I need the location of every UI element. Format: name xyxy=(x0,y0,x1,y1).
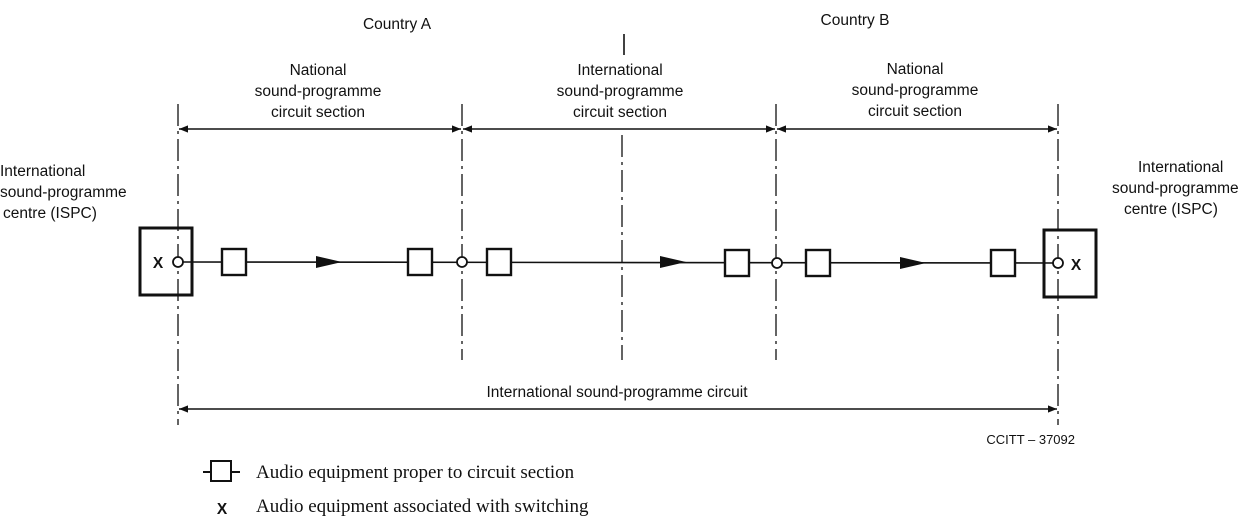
svg-text:circuit section: circuit section xyxy=(868,103,962,120)
svg-text:International: International xyxy=(577,62,662,79)
svg-text:sound-programme: sound-programme xyxy=(0,184,127,201)
svg-text:sound-programme: sound-programme xyxy=(1112,180,1239,197)
equipment-box-4 xyxy=(723,248,751,278)
legend-box-text: Audio equipment proper to circuit sectio… xyxy=(256,462,575,483)
country-b-label: Country B xyxy=(821,12,890,29)
svg-text:International: International xyxy=(0,163,85,180)
international-section-label: International sound-programme circuit se… xyxy=(557,62,684,121)
equipment-box-2 xyxy=(406,247,434,277)
equipment-box-3 xyxy=(485,247,513,277)
junction-points xyxy=(172,256,1064,269)
ispc-right-label: International sound-programme centre (IS… xyxy=(1112,159,1239,218)
switch-x-right: X xyxy=(1071,257,1082,274)
junction-international-b xyxy=(771,257,783,269)
direction-arrow-1 xyxy=(316,256,342,268)
direction-arrow-3 xyxy=(900,257,926,269)
svg-text:sound-programme: sound-programme xyxy=(852,82,979,99)
svg-text:National: National xyxy=(887,61,944,78)
audio-equipment-boxes xyxy=(220,247,1017,278)
legend-switch-icon: X xyxy=(217,501,228,518)
switch-x-left: X xyxy=(153,255,164,272)
equipment-box-6 xyxy=(989,248,1017,278)
svg-text:International: International xyxy=(1138,159,1223,176)
svg-text:centre (ISPC): centre (ISPC) xyxy=(3,205,97,222)
junction-a-international xyxy=(456,256,468,268)
figure-code: CCITT – 37092 xyxy=(986,432,1075,447)
national-section-left-label: National sound-programme circuit section xyxy=(255,62,382,121)
svg-text:circuit section: circuit section xyxy=(573,104,667,121)
section-boundaries xyxy=(177,104,1059,425)
ispc-left-label: International sound-programme centre (IS… xyxy=(0,163,127,222)
svg-text:sound-programme: sound-programme xyxy=(255,83,382,100)
svg-text:sound-programme: sound-programme xyxy=(557,83,684,100)
legend-box-icon xyxy=(203,460,240,482)
svg-text:National: National xyxy=(290,62,347,79)
equipment-box-1 xyxy=(220,247,248,277)
legend: Audio equipment proper to circuit sectio… xyxy=(203,460,589,518)
legend-switch-text: Audio equipment associated with switchin… xyxy=(256,496,589,517)
circuit-label: International sound-programme circuit xyxy=(486,384,748,401)
direction-arrow-2 xyxy=(660,256,686,268)
junction-left xyxy=(172,256,184,268)
equipment-box-5 xyxy=(804,248,832,278)
circuit-line xyxy=(177,261,1059,264)
direction-arrows xyxy=(316,256,926,269)
junction-right xyxy=(1052,257,1064,269)
national-section-right-label: National sound-programme circuit section xyxy=(852,61,979,120)
country-a-label: Country A xyxy=(363,16,432,33)
svg-text:centre (ISPC): centre (ISPC) xyxy=(1124,201,1218,218)
svg-text:circuit section: circuit section xyxy=(271,104,365,121)
